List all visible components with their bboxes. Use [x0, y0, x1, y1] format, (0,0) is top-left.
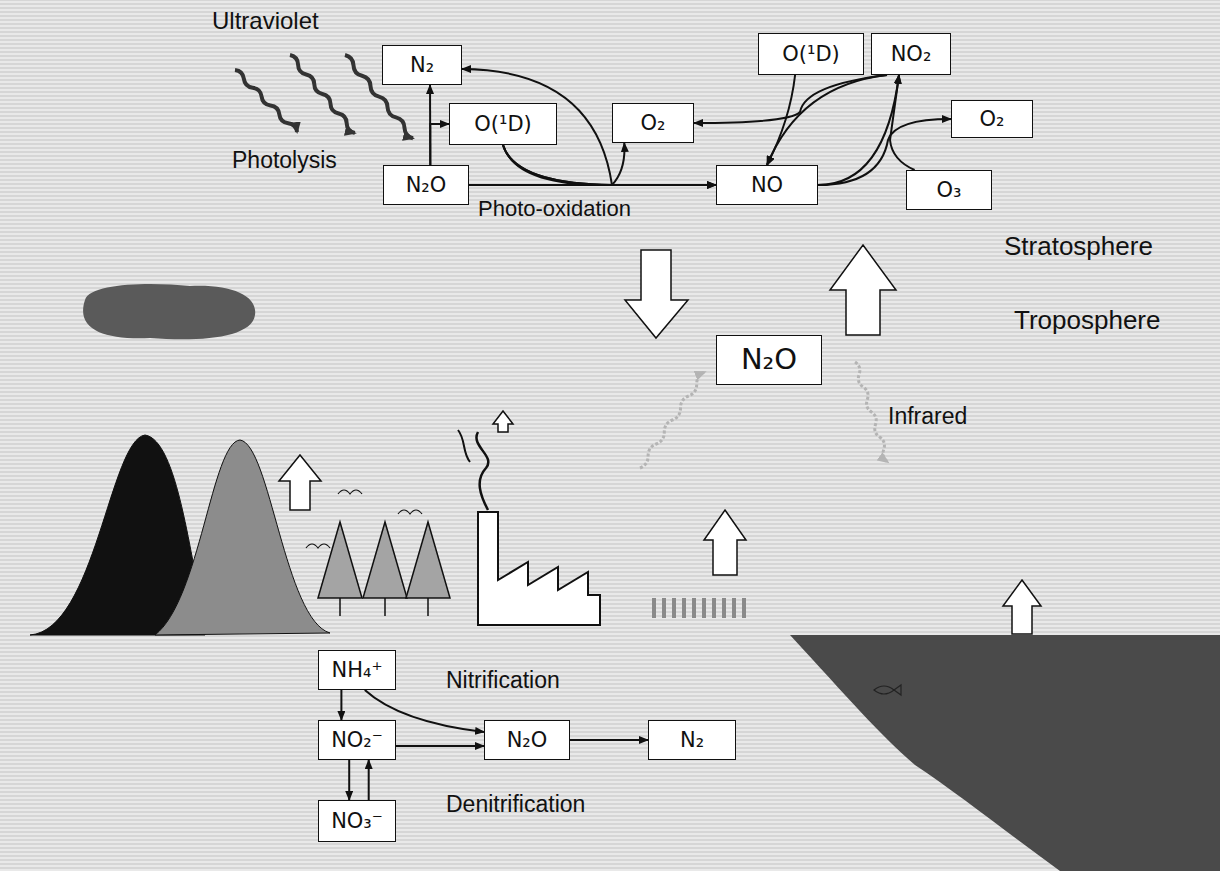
reaction-arrow: [503, 143, 624, 185]
chemical-box: NO: [716, 165, 818, 205]
reaction-arrow: [340, 690, 342, 720]
rice-field-part: [682, 598, 686, 618]
factory-part: [476, 432, 488, 510]
annotation-label: Infrared: [888, 404, 967, 429]
chemical-formula: O(¹D): [474, 112, 532, 136]
reaction-arrow: [503, 145, 716, 185]
chemical-formula: N₂O: [406, 173, 447, 197]
rice-field-part: [652, 598, 656, 618]
chemical-box: N₂: [382, 45, 462, 85]
annotation-label: Denitrification: [446, 792, 585, 817]
annotation-label: Photolysis: [232, 148, 337, 173]
chemical-box: O₂: [951, 100, 1033, 138]
rice-field-part: [662, 598, 666, 618]
rice-field-part: [692, 598, 696, 618]
annotation-label: Troposphere: [1014, 306, 1160, 335]
rice-field-part: [672, 598, 676, 618]
chemical-formula: NO₃⁻: [331, 809, 383, 833]
infrared-rays-part: [640, 372, 705, 468]
edge-label: Photo-oxidation: [478, 197, 631, 221]
transport-arrows: [279, 245, 1041, 634]
chemical-formula: N₂: [680, 728, 704, 752]
trees-part: [427, 598, 429, 616]
transport-arrows-part: [279, 455, 321, 510]
chemical-box: NO₂: [871, 33, 951, 75]
chemical-formula: NO: [751, 173, 783, 197]
chemical-formula: O₂: [641, 111, 666, 135]
mountains-part: [155, 440, 330, 635]
transport-arrows-part: [493, 411, 513, 432]
chemical-formula: NO₂⁻: [331, 728, 383, 752]
chemical-box: N₂O: [484, 720, 570, 760]
rice-field-part: [722, 598, 726, 618]
ocean-part: [874, 685, 901, 695]
rice-field-part: [732, 598, 736, 618]
chemical-box: O₂: [612, 103, 694, 143]
chemical-box: N₂: [648, 720, 736, 760]
rice-field-part: [702, 598, 706, 618]
chemical-box: NO₂⁻: [318, 720, 396, 760]
trees-part: [338, 490, 362, 494]
chemical-box: O(¹D): [758, 33, 864, 75]
reaction-arrow: [818, 75, 899, 185]
uv-rays-part: [290, 55, 355, 133]
chemical-formula: N₂O: [741, 343, 797, 376]
chemical-formula: N₂: [410, 53, 434, 77]
chemical-box: N₂O: [383, 165, 469, 205]
trees-part: [363, 522, 407, 598]
reaction-arrow: [396, 745, 484, 747]
rice-field-part: [742, 598, 746, 618]
transport-arrows-part: [704, 510, 746, 575]
annotation-label: Ultraviolet: [212, 8, 319, 34]
infrared-rays-part: [855, 362, 888, 462]
chemical-formula: O(¹D): [782, 42, 840, 66]
trees-part: [406, 522, 450, 598]
ocean-part: [790, 635, 1220, 871]
cloud-part: [83, 284, 255, 339]
chemical-formula: N₂O: [507, 728, 548, 752]
factory-part: [458, 430, 470, 462]
reaction-arrow: [890, 75, 915, 170]
cloud: [83, 284, 255, 339]
uv-rays-part: [235, 70, 297, 132]
transport-arrows-part: [625, 250, 688, 338]
trees-part: [318, 522, 362, 598]
chemical-formula: NH₄⁺: [331, 658, 382, 682]
chemical-formula: O₂: [980, 107, 1005, 131]
trees-part: [398, 510, 422, 514]
reaction-arrow: [348, 760, 350, 800]
reaction-arrow: [570, 739, 648, 741]
chemical-box: O(¹D): [449, 103, 557, 145]
chemical-box: NH₄⁺: [318, 650, 396, 690]
annotation-label: Nitrification: [446, 668, 560, 693]
rice-field: [654, 598, 744, 618]
chemical-formula: NO₂: [891, 42, 932, 66]
chemical-formula: O₃: [937, 178, 962, 202]
trees-part: [384, 598, 386, 616]
annotation-label: Stratosphere: [1004, 232, 1153, 261]
trees-part: [306, 544, 330, 548]
reaction-arrow: [430, 124, 449, 165]
transport-arrows-part: [830, 245, 896, 335]
reaction-arrow: [368, 760, 370, 800]
transport-arrows-part: [1003, 580, 1041, 634]
ocean: [790, 635, 1220, 871]
chemical-box: O₃: [906, 170, 992, 210]
trees-part: [339, 598, 341, 616]
factory-part: [478, 512, 600, 625]
chemical-box: N₂O: [716, 335, 822, 385]
factory: [458, 430, 600, 625]
chemical-box: NO₃⁻: [318, 800, 396, 842]
rice-field-part: [712, 598, 716, 618]
reaction-arrow: [694, 75, 887, 123]
mountains: [30, 435, 330, 635]
trees: [306, 490, 450, 616]
